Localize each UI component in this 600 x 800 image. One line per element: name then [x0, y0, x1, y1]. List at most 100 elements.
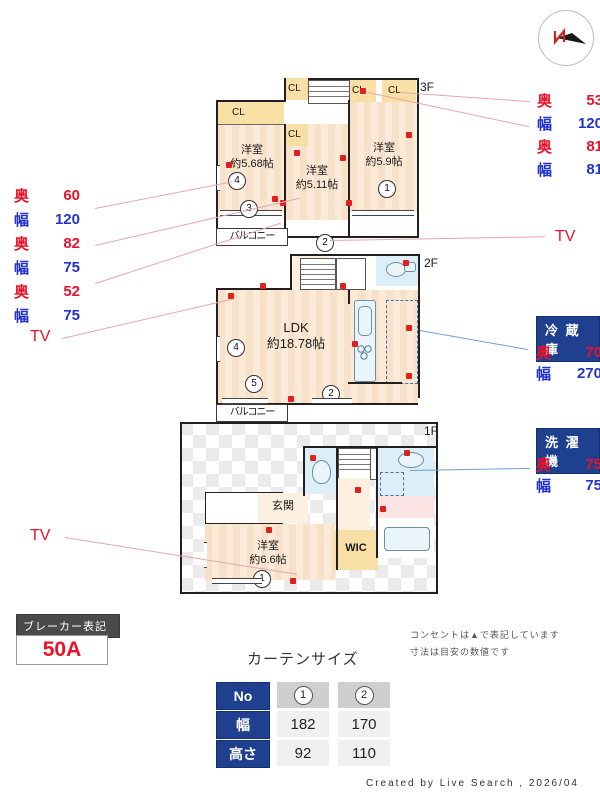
dim-key: 幅 [537, 162, 553, 179]
outlet-marker [403, 260, 409, 266]
dim-key: 奥 [537, 139, 553, 156]
outlet-marker [355, 487, 361, 493]
hall-fill [338, 478, 370, 530]
wall [303, 446, 438, 448]
wall [205, 523, 283, 524]
dim-key: 幅 [536, 478, 552, 495]
wall [284, 124, 286, 238]
floor-tag-1f: 1F [424, 424, 439, 438]
dim-key: 幅 [14, 260, 30, 277]
curtain-row-header-width: 幅 [216, 711, 270, 739]
wall [216, 403, 418, 405]
closet-label: CL [388, 85, 401, 96]
wall [303, 446, 305, 496]
dim-key: 幅 [14, 212, 30, 229]
outlet-marker [310, 455, 316, 461]
outlet-marker [406, 325, 412, 331]
dim-key: 奥 [536, 457, 552, 474]
outlet-marker [404, 450, 410, 456]
closet-divider [218, 124, 284, 125]
marker-2: 2 [316, 234, 334, 252]
leader-line [95, 222, 281, 284]
window [352, 210, 414, 216]
curtain-row-header-no: No [216, 682, 270, 710]
wic-fill [334, 530, 378, 570]
dim-key: 幅 [537, 116, 553, 133]
dim-value: 120 [577, 115, 600, 132]
breaker-value: 50A [16, 635, 108, 665]
leader-line [62, 298, 233, 339]
room-fill-1f [205, 524, 335, 580]
staircase [308, 80, 350, 104]
outlet-marker [288, 396, 294, 402]
dim-key: 奥 [14, 188, 30, 205]
fridge-space [386, 300, 418, 384]
balcony-3f: バルコニー [216, 228, 288, 246]
staircase [338, 448, 372, 480]
toilet-fixture [312, 460, 331, 484]
outlet-marker [406, 132, 412, 138]
curtain-no-1: 1 [293, 685, 313, 705]
curtain-col2-height: 110 [338, 740, 390, 766]
dim-key: 奥 [14, 236, 30, 253]
wall [376, 446, 378, 558]
dim-value: 120 [54, 211, 80, 228]
wall [348, 290, 350, 304]
dim-key: 奥 [14, 284, 30, 301]
wall [180, 422, 182, 594]
curtain-table-title: カーテンサイズ [247, 651, 359, 668]
dressing-fill [378, 496, 434, 518]
note-line-1: コンセントは▲で表記しています [410, 630, 560, 640]
marker-1: 1 [378, 180, 396, 198]
dim-key: 幅 [14, 308, 30, 325]
floor-tag-3f: 3F [420, 80, 435, 94]
outlet-marker [346, 200, 352, 206]
outlet-marker [340, 283, 346, 289]
dim-value: 52 [63, 283, 80, 300]
outlet-marker [290, 578, 296, 584]
curtain-col2-no: 2 [338, 682, 390, 708]
wall [205, 492, 206, 524]
compass-rose [538, 10, 594, 66]
room-label-3f-3: 洋室 約5.9帖 [365, 142, 403, 168]
window [222, 398, 268, 404]
tv-label-right: TV [555, 228, 576, 245]
wall [284, 78, 419, 80]
window [204, 542, 207, 568]
room-label-genkan: 玄関 [272, 500, 294, 512]
room-label-1f-bedroom: 洋室 約6.6帖 [249, 540, 287, 566]
dim-key: 奥 [536, 345, 552, 362]
outlet-marker [228, 293, 234, 299]
curtain-col1-height: 92 [277, 740, 329, 766]
tv-label-left-lower: TV [30, 527, 51, 544]
wall [436, 422, 438, 594]
curtain-col1-width: 182 [277, 711, 329, 737]
marker-4: 4 [227, 339, 245, 357]
outlet-marker [280, 200, 286, 206]
curtain-col2-width: 170 [338, 711, 390, 737]
washer-space [380, 472, 404, 496]
dim-value: 81 [586, 138, 600, 155]
wall [180, 592, 438, 594]
outlet-marker [406, 373, 412, 379]
dim-value: 81 [586, 161, 600, 178]
outlet-marker [380, 506, 386, 512]
dim-key: 奥 [537, 93, 553, 110]
note-line-2: 寸法は目安の数値です [410, 647, 511, 657]
outlet-marker [352, 341, 358, 347]
bathtub [384, 527, 430, 551]
dim-value: 60 [63, 187, 80, 204]
closet-label: CL [232, 107, 245, 118]
window [312, 398, 352, 404]
room-label-3f-2: 洋室 約5.11帖 [295, 165, 339, 191]
stove-icon [357, 345, 372, 360]
outlet-marker [294, 150, 300, 156]
room-label-3f-1: 洋室 約5.68帖 [230, 144, 274, 170]
closet-label: CL [288, 129, 301, 140]
dim-value: 70 [585, 344, 600, 361]
wall [418, 254, 420, 398]
marker-4: 4 [228, 172, 246, 190]
room-label-wic: WIC [345, 542, 367, 554]
genkan-fill [258, 493, 308, 523]
curtain-no-2: 2 [354, 685, 374, 705]
